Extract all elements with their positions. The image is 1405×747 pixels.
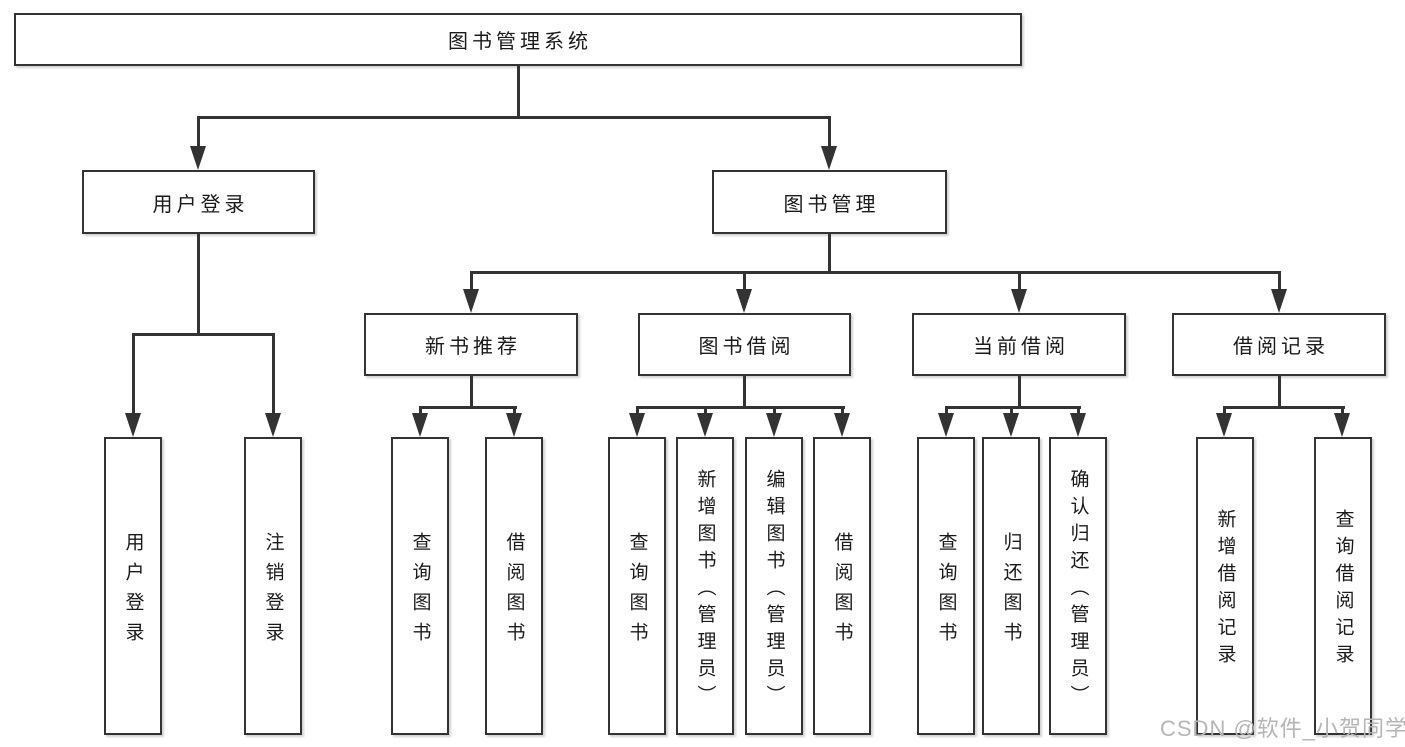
node-label: 图书借阅 xyxy=(698,336,795,358)
node-label: 借阅图书 xyxy=(831,531,853,652)
connector-arrow-stem xyxy=(513,406,516,417)
leaf-logout: 注销登录 xyxy=(244,437,302,735)
connector-line xyxy=(197,232,200,335)
leaf-user-login: 用户登录 xyxy=(104,437,162,735)
connector-arrow-stem xyxy=(1278,271,1281,293)
leaf-confirm-return-admin: 确认归还（管理员） xyxy=(1049,437,1107,735)
connector-line xyxy=(1223,406,1345,409)
leaf-query-books-recommendation: 查询图书 xyxy=(391,437,449,735)
connector-arrow-stem xyxy=(773,406,776,417)
arrow-down-icon xyxy=(834,413,850,437)
leaf-add-books-admin: 新增图书（管理员） xyxy=(676,437,734,735)
node-label: 图书管理系统 xyxy=(448,31,592,53)
arrow-down-icon xyxy=(629,413,645,437)
leaf-borrow-books: 借阅图书 xyxy=(813,437,871,735)
arrow-down-icon xyxy=(821,146,837,170)
node-label: 注销登录 xyxy=(262,531,284,652)
node-current-borrowing: 当前借阅 xyxy=(912,313,1126,376)
leaf-add-borrowing-record: 新增借阅记录 xyxy=(1196,437,1254,735)
arrow-down-icon xyxy=(766,413,782,437)
node-label: 用户登录 xyxy=(122,531,144,652)
node-label: 归还图书 xyxy=(1000,531,1022,652)
arrow-down-icon xyxy=(697,413,713,437)
connector-arrow-stem xyxy=(636,406,639,417)
connector-arrow-stem xyxy=(272,333,275,417)
leaf-query-borrowing-record: 查询借阅记录 xyxy=(1314,437,1372,735)
arrow-down-icon xyxy=(506,413,522,437)
connector-arrow-stem xyxy=(743,271,746,293)
connector-arrow-stem xyxy=(841,406,844,417)
connector-arrow-stem xyxy=(1223,406,1226,417)
connector-line xyxy=(517,64,520,117)
node-label: 查询图书 xyxy=(626,531,648,652)
connector-arrow-stem xyxy=(704,406,707,417)
csdn-watermark: CSDN @软件_小贺同学 xyxy=(1160,716,1405,741)
arrow-down-icon xyxy=(125,413,141,437)
leaf-return-books: 归还图书 xyxy=(982,437,1040,735)
node-borrowing-records: 借阅记录 xyxy=(1172,313,1386,376)
connector-line xyxy=(743,374,746,408)
connector-arrow-stem xyxy=(828,116,831,150)
arrow-down-icon xyxy=(1271,289,1287,313)
node-label: 新书推荐 xyxy=(425,336,521,358)
leaf-edit-books-admin: 编辑图书（管理员） xyxy=(745,437,803,735)
connector-line xyxy=(828,232,831,273)
node-library-management-system: 图书管理系统 xyxy=(14,13,1022,66)
connector-line xyxy=(636,406,845,409)
node-label: 图书管理 xyxy=(783,193,880,216)
connector-arrow-stem xyxy=(1018,271,1021,293)
connector-line xyxy=(470,271,1281,274)
connector-arrow-stem xyxy=(197,116,200,150)
node-label: 确认归还（管理员） xyxy=(1067,468,1089,712)
node-label: 用户登录 xyxy=(152,193,249,216)
arrow-down-icon xyxy=(1216,413,1232,437)
arrow-down-icon xyxy=(938,413,954,437)
arrow-down-icon xyxy=(463,289,479,313)
arrow-down-icon xyxy=(265,413,281,437)
leaf-query-books-current: 查询图书 xyxy=(917,437,975,735)
connector-arrow-stem xyxy=(419,406,422,417)
arrow-down-icon xyxy=(736,289,752,313)
connector-arrow-stem xyxy=(945,406,948,417)
connector-line xyxy=(197,116,831,119)
node-user-login: 用户登录 xyxy=(82,170,315,234)
node-book-borrowing: 图书借阅 xyxy=(638,313,851,376)
node-label: 当前借阅 xyxy=(973,336,1069,358)
node-label: 借阅记录 xyxy=(1233,336,1329,358)
arrow-down-icon xyxy=(412,413,428,437)
arrow-down-icon xyxy=(1003,413,1019,437)
connector-line xyxy=(470,374,473,408)
connector-arrow-stem xyxy=(132,333,135,417)
connector-line xyxy=(419,406,517,409)
connector-arrow-stem xyxy=(470,271,473,293)
node-label: 借阅图书 xyxy=(503,531,525,652)
node-new-book-recommendation: 新书推荐 xyxy=(364,313,578,376)
arrow-down-icon xyxy=(1011,289,1027,313)
arrow-down-icon xyxy=(1070,413,1086,437)
connector-arrow-stem xyxy=(1010,406,1013,417)
connector-line xyxy=(945,406,1081,409)
node-label: 查询图书 xyxy=(935,531,957,652)
node-label: 查询图书 xyxy=(409,531,431,652)
node-label: 编辑图书（管理员） xyxy=(763,468,785,712)
node-label: 新增借阅记录 xyxy=(1214,509,1236,671)
node-label: 新增图书（管理员） xyxy=(694,468,716,712)
node-book-management: 图书管理 xyxy=(712,170,947,234)
connector-line xyxy=(1018,374,1021,408)
connector-line xyxy=(1278,374,1281,408)
node-label: 查询借阅记录 xyxy=(1332,509,1354,671)
connector-arrow-stem xyxy=(1077,406,1080,417)
arrow-down-icon xyxy=(1334,413,1350,437)
connector-arrow-stem xyxy=(1341,406,1344,417)
arrow-down-icon xyxy=(190,146,206,170)
connector-line xyxy=(132,333,275,336)
leaf-query-books-borrowing: 查询图书 xyxy=(608,437,666,735)
leaf-borrow-books-recommendation: 借阅图书 xyxy=(485,437,543,735)
